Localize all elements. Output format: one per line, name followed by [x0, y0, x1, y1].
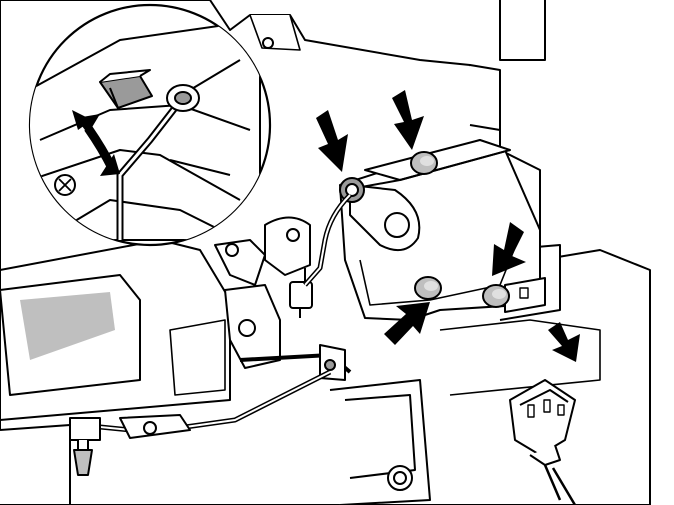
fastener-callout-arrow-icon	[316, 110, 348, 172]
mounting-screw	[410, 151, 438, 175]
fastener-callout-arrow-icon	[392, 90, 424, 150]
harness-connector	[509, 379, 577, 505]
double-headed-motion-arrow-icon	[72, 110, 120, 176]
detail-inset	[28, 3, 272, 247]
mounting-screw	[482, 284, 510, 308]
fastener-callout-arrow-icon	[384, 302, 430, 345]
actuator-motor	[339, 139, 546, 321]
linkage-assembly	[69, 193, 352, 476]
mounting-screw	[414, 276, 442, 300]
connector-removal-arrow-icon	[548, 322, 580, 362]
fastener-callout-arrow-icon	[492, 222, 526, 276]
